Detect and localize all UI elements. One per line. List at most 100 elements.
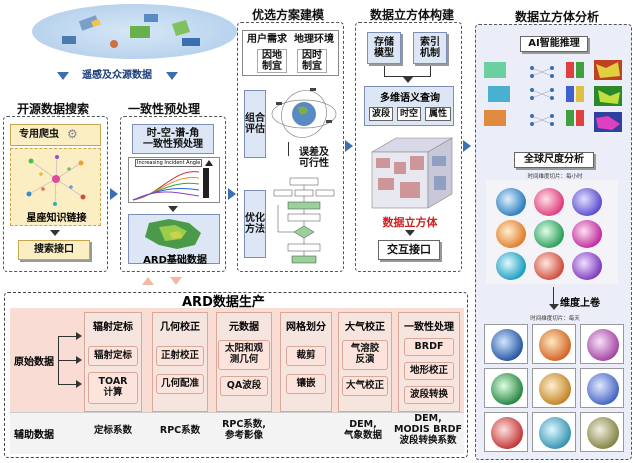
ard-title: ARD数据生产 (182, 295, 265, 310)
query-group: 多维语义查询 波段 时空 属性 (364, 86, 454, 126)
map-icon (145, 219, 201, 249)
ard-cell: BRDF (404, 338, 454, 356)
geo-env-box: 地理环境 (292, 33, 336, 47)
col-header: 几何校正 (160, 322, 200, 333)
data-cube-label: 数据立方体 (382, 216, 438, 229)
raw-data-label: 原始数据 (14, 357, 54, 368)
cube-icon (370, 137, 454, 209)
daily-globes (482, 322, 626, 454)
local-place-box: 因地 制宜 (257, 49, 287, 73)
col-header: 大气校正 (345, 322, 385, 333)
ard-base-map: ARD基础数据 (128, 214, 220, 266)
panel-modeling (237, 22, 344, 272)
arrow-down-icon (57, 72, 69, 80)
neural-network-icon (484, 60, 622, 132)
aux-cell: RPC系数 (159, 425, 201, 436)
ard-cell: 波段转换 (404, 386, 454, 404)
col-header: 元数据 (229, 322, 259, 333)
angle-curves-icon (132, 160, 213, 201)
query-attribute: 属性 (425, 107, 451, 121)
ard-base-label: ARD基础数据 (143, 255, 207, 266)
ard-cell: 气溶胶 反演 (342, 340, 388, 370)
aux-cell: DEM, MODIS BRDF 波段转换系数 (393, 413, 463, 446)
arrow-down-icon (403, 77, 413, 83)
data-cube-image (366, 132, 454, 212)
panel1-title: 开源数据搜索 (17, 102, 90, 116)
ard-cell: 镶嵌 (286, 374, 326, 394)
angle-chart-label: Increasing Incident Angle (135, 159, 203, 167)
hourly-globe-cube (486, 180, 618, 284)
ard-cell: 裁剪 (286, 346, 326, 366)
ard-cell: QA波段 (220, 376, 268, 396)
ard-cell: 大气校正 (342, 376, 388, 396)
tsa-box: 时-空-谱-角 一致性预处理 (132, 124, 214, 154)
col-header: 网格划分 (286, 322, 326, 333)
ard-cell: TOAR 计算 (88, 372, 138, 404)
crawler-box: 专用爬虫 ⚙ (10, 124, 101, 146)
gear-icon: ⚙ (67, 127, 78, 142)
panel2-title: 一致性预处理 (128, 102, 201, 116)
arrow-right-icon (345, 140, 353, 152)
rollup-label: 维度上卷 (560, 298, 600, 309)
error-feasibility-box: 误差及 可行性 (299, 146, 329, 170)
pink-arrow-icon (170, 277, 182, 285)
ard-cell: 正射校正 (156, 346, 204, 366)
query-label: 多维语义查询 (380, 93, 440, 104)
pink-arrow-icon (142, 277, 154, 285)
kg-label: 星座知识链接 (26, 213, 87, 224)
arrow-right-icon (463, 140, 471, 152)
arrow-down-icon (549, 304, 559, 310)
daily-caption: 时间维度切片：每天 (530, 316, 580, 322)
optim-method-box: 优化 方法 (244, 190, 266, 258)
interact-api-button[interactable]: 交互接口 (378, 240, 440, 260)
ard-cell: 几何配准 (156, 374, 204, 394)
panel-cube-build (355, 22, 462, 272)
arrow-right-icon (76, 332, 82, 340)
ai-reasoning-box: AI智能推理 (520, 36, 588, 52)
orbit-icon (271, 88, 337, 138)
remote-sensing-sources (32, 4, 237, 59)
arrow-down-icon (166, 72, 178, 80)
aux-cell: DEM, 气象数据 (343, 419, 382, 441)
query-band: 波段 (369, 107, 393, 121)
panel5-title: 数据立方体分析 (515, 10, 600, 24)
col-header: 辐射定标 (93, 322, 133, 333)
knowledge-graph-area: 星座知识链接 (10, 148, 101, 226)
ard-cell: 地形校正 (404, 362, 454, 380)
flowchart (270, 176, 338, 266)
crawler-label: 专用爬虫 (19, 129, 59, 141)
arrow-down-icon (168, 206, 178, 212)
combo-eval-box: 组合 评估 (244, 90, 266, 158)
arrow-right-icon (76, 380, 82, 388)
aux-cell: RPC系数, 参考影像 (222, 419, 266, 441)
flowchart-icon (273, 177, 335, 264)
hourly-caption: 时间维度切片：每小时 (527, 174, 583, 180)
ard-aux-bg (10, 412, 464, 454)
requirements-group: 用户需求 地理环境 因地 制宜 因时 制宜 (242, 30, 339, 76)
index-mechanism-box: 索引 机制 (413, 32, 447, 64)
arrow-right-icon (110, 188, 118, 200)
top-label: 遥感及众源数据 (82, 70, 152, 81)
aux-data-label: 辅助数据 (14, 430, 54, 441)
panel-ard-production (4, 292, 468, 458)
panel-open-search (3, 116, 108, 272)
knowledge-graph-icon (26, 155, 86, 206)
arrow-down-icon (50, 230, 60, 236)
ard-cell: 太阳和观 测几何 (218, 340, 270, 370)
panel-preprocess (120, 116, 226, 272)
ard-cell: 辐射定标 (88, 346, 138, 366)
global-analysis-box: 全球尺度分析 (514, 152, 594, 168)
user-req-box: 用户需求 (245, 33, 289, 47)
panel3-title: 优选方案建模 (252, 8, 325, 22)
orbit-globe (270, 84, 338, 140)
search-api-button[interactable]: 搜索接口 (18, 240, 90, 260)
angle-chart: Increasing Incident Angle (128, 157, 220, 203)
query-spacetime: 时空 (397, 107, 421, 121)
arrow-down-icon (405, 230, 415, 236)
satellite-icons (62, 14, 200, 48)
arrow-right-icon (228, 188, 236, 200)
ai-network-image (482, 56, 626, 142)
local-time-box: 因时 制宜 (297, 49, 327, 73)
aux-cell: 定标系数 (93, 425, 132, 436)
panel4-title: 数据立方体构建 (370, 8, 455, 22)
